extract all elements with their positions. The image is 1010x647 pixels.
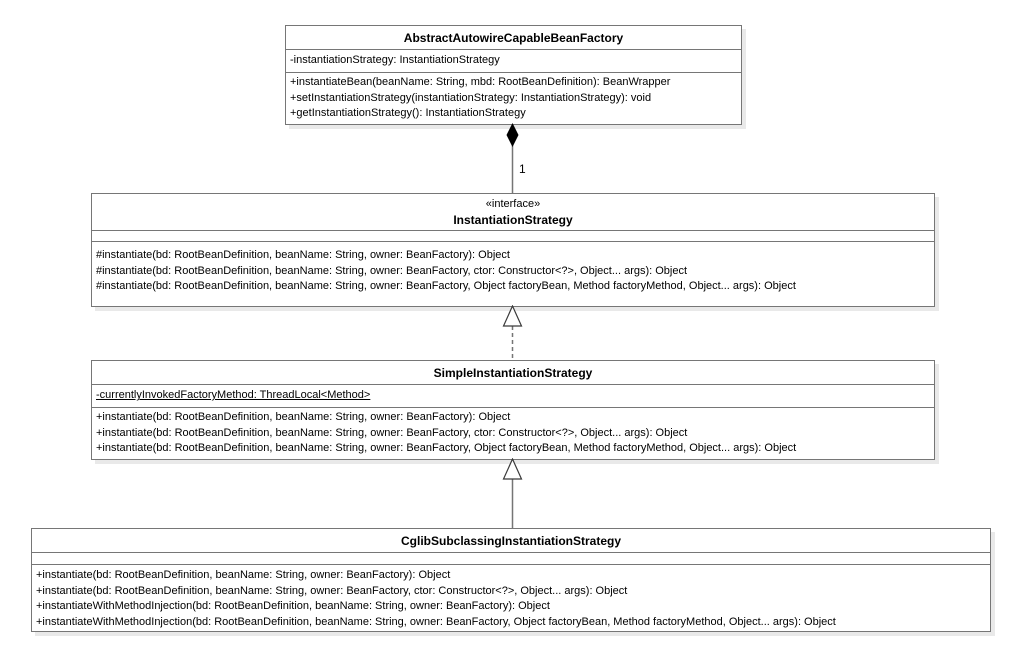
methods-compartment: +instantiate(bd: RootBeanDefinition, bea…: [92, 408, 934, 459]
generalization-connector: [502, 458, 523, 529]
method-item: #instantiate(bd: RootBeanDefinition, bea…: [96, 264, 688, 277]
method-item: #instantiate(bd: RootBeanDefinition, bea…: [96, 249, 510, 261]
class-title: AbstractAutowireCapableBeanFactory: [286, 26, 741, 50]
method-item: +getInstantiationStrategy(): Instantiati…: [290, 107, 526, 119]
class-name-label: SimpleInstantiationStrategy: [433, 365, 593, 380]
method-item: #instantiate(bd: RootBeanDefinition, bea…: [96, 280, 796, 292]
attributes-compartment-empty: [32, 553, 990, 565]
methods-compartment: +instantiate(bd: RootBeanDefinition, bea…: [32, 565, 990, 631]
class-abstract-autowire-capable-bean-factory[interactable]: AbstractAutowireCapableBeanFactory -inst…: [285, 25, 742, 125]
class-instantiation-strategy-interface[interactable]: «interface» InstantiationStrategy #insta…: [91, 193, 935, 307]
composition-connector: [506, 123, 519, 194]
attributes-compartment: -instantiationStrategy: InstantiationStr…: [286, 50, 741, 73]
attributes-compartment-empty: [92, 231, 934, 242]
method-item: +instantiate(bd: RootBeanDefinition, bea…: [96, 426, 688, 439]
composition-diamond-icon: [506, 123, 519, 147]
class-cglib-subclassing-instantiation-strategy[interactable]: CglibSubclassingInstantiationStrategy +i…: [31, 528, 991, 632]
method-item: +instantiate(bd: RootBeanDefinition, bea…: [36, 584, 628, 597]
class-title: SimpleInstantiationStrategy: [92, 361, 934, 385]
class-title: CglibSubclassingInstantiationStrategy: [32, 529, 990, 553]
method-item: +instantiateWithMethodInjection(bd: Root…: [36, 600, 550, 612]
class-name-label: AbstractAutowireCapableBeanFactory: [403, 30, 624, 45]
attribute-item: -instantiationStrategy: InstantiationStr…: [290, 54, 500, 67]
method-item: +instantiate(bd: RootBeanDefinition, bea…: [96, 442, 797, 454]
realization-connector: [502, 305, 523, 361]
class-name-label: CglibSubclassingInstantiationStrategy: [400, 533, 622, 548]
class-title: «interface» InstantiationStrategy: [92, 194, 934, 231]
methods-compartment: #instantiate(bd: RootBeanDefinition, bea…: [92, 242, 934, 306]
stereotype-label: «interface»: [485, 197, 541, 210]
multiplicity-label: 1: [519, 162, 526, 176]
realization-triangle-icon: [502, 305, 523, 327]
method-item: +instantiate(bd: RootBeanDefinition, bea…: [36, 569, 451, 581]
attributes-compartment: -currentlyInvokedFactoryMethod: ThreadLo…: [92, 385, 934, 408]
method-item: +instantiateWithMethodInjection(bd: Root…: [36, 615, 836, 628]
method-item: +instantiateBean(beanName: String, mbd: …: [290, 76, 671, 88]
generalization-triangle-icon: [502, 458, 523, 480]
methods-compartment: +instantiateBean(beanName: String, mbd: …: [286, 73, 741, 124]
class-simple-instantiation-strategy[interactable]: SimpleInstantiationStrategy -currentlyIn…: [91, 360, 935, 460]
method-item: +instantiate(bd: RootBeanDefinition, bea…: [96, 411, 511, 423]
class-name-label: InstantiationStrategy: [453, 212, 573, 227]
method-item: +setInstantiationStrategy(instantiationS…: [290, 91, 652, 104]
static-attribute-item: -currentlyInvokedFactoryMethod: ThreadLo…: [96, 389, 371, 402]
